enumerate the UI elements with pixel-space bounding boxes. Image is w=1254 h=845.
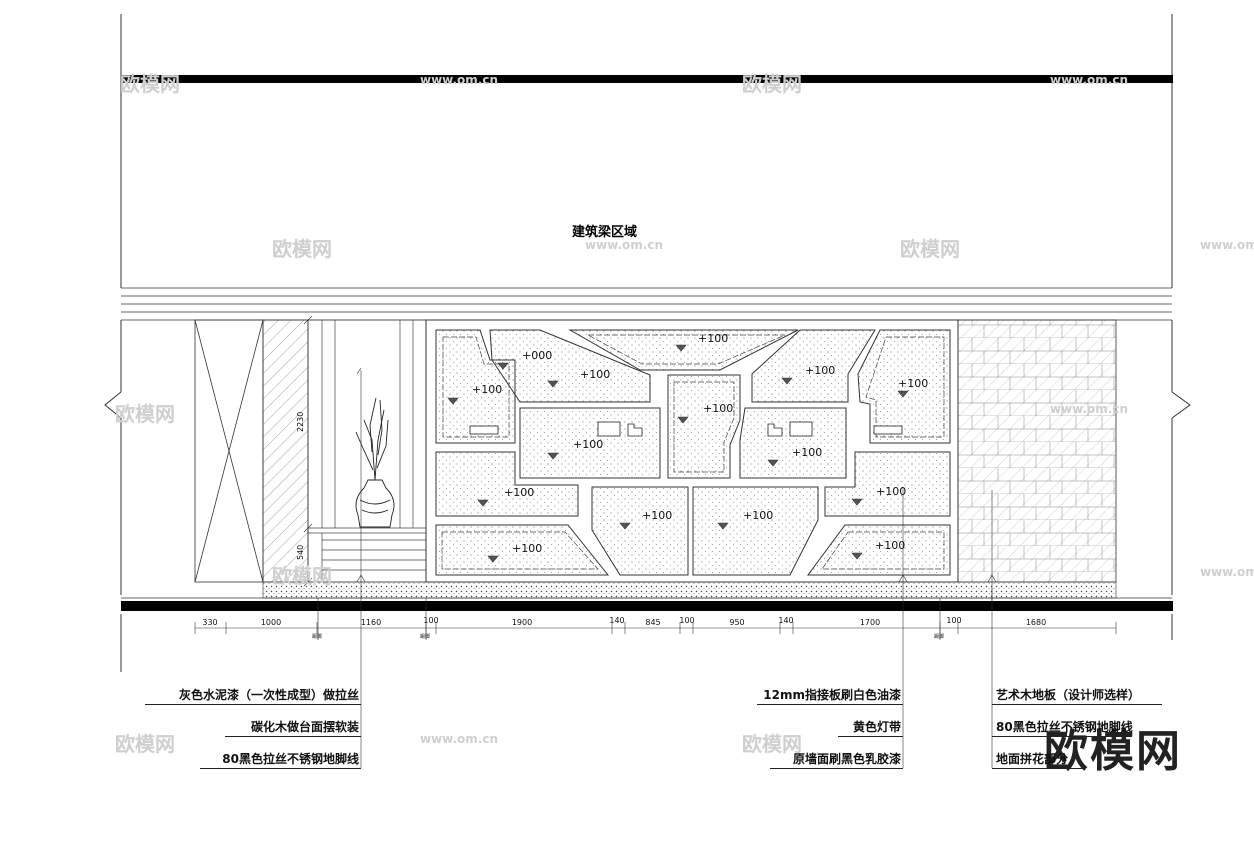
- leader-lines: [317, 367, 993, 768]
- art-block-13: [435, 524, 610, 576]
- label-underline: [200, 768, 361, 769]
- elevation-tag: +000: [522, 349, 553, 362]
- dimension-value: 1680: [1025, 618, 1047, 627]
- art-block-11: [591, 486, 689, 576]
- elevation-tag: +100: [580, 368, 611, 381]
- dimension-value: 1900: [511, 618, 533, 627]
- art-block-5: [857, 329, 951, 444]
- label-underline: [992, 736, 1132, 737]
- label-underline: [992, 704, 1162, 705]
- floor-band: [121, 601, 1173, 611]
- label-black-steel-baseboard-right: 80黑色拉丝不锈钢地脚线: [996, 720, 1133, 734]
- art-block-4: [751, 329, 876, 403]
- floor-markers: [356, 574, 997, 583]
- elevation-tag: +100: [876, 485, 907, 498]
- elevation-tag: +100: [472, 383, 503, 396]
- label-yellow-led-strip: 黄色灯带: [852, 720, 901, 734]
- elevation-tag: +100: [875, 539, 906, 552]
- elevation-tag: +100: [898, 377, 929, 390]
- vase-decoration: [355, 397, 395, 528]
- elevation-tag: +100: [573, 438, 604, 451]
- left-cross-panel: [194, 319, 264, 583]
- label-floor-parquet: 地面拼花部分: [996, 752, 1069, 766]
- dimension-value: 100: [423, 616, 439, 625]
- art-block-3: [568, 329, 799, 371]
- label-underline: [992, 768, 1082, 769]
- elevation-tag: +100: [642, 509, 673, 522]
- elevation-tag: +100: [743, 509, 774, 522]
- led-strips: [441, 334, 945, 570]
- art-block-7: [667, 374, 741, 479]
- elevation-tag: +100: [512, 542, 543, 555]
- ceiling-lines: [121, 287, 1172, 321]
- label-art-wood-floor: 艺术木地板（设计师选样）: [996, 688, 1141, 702]
- dimension-value: 950: [729, 618, 745, 627]
- dimension-value: 1160: [360, 618, 382, 627]
- art-wood-wall-hatch: [958, 320, 1116, 582]
- elevation-tag: +100: [703, 402, 734, 415]
- art-block-9: [435, 451, 579, 517]
- floor-pattern: [262, 581, 1117, 599]
- dimension-value: 100: [679, 616, 695, 625]
- label-gray-cement-paint: 灰色水泥漆（一次性成型）做拉丝: [178, 688, 359, 702]
- label-black-steel-baseboard: 80黑色拉丝不锈钢地脚线: [222, 752, 359, 766]
- art-blocks: [435, 329, 951, 576]
- label-carbonized-wood: 碳化木做台面摆软装: [250, 720, 359, 734]
- elevation-tag: +100: [504, 486, 535, 499]
- art-block-12: [692, 486, 819, 576]
- baseboard-tag: 踢脚: [312, 634, 323, 640]
- beam-top-band: [121, 75, 1173, 83]
- art-block-8: [739, 407, 847, 479]
- label-underline: [225, 736, 361, 737]
- elevation-tag: +100: [698, 332, 729, 345]
- dimension-value: 140: [609, 616, 625, 625]
- art-block-2: [489, 329, 651, 403]
- dimension-value: 1000: [260, 618, 282, 627]
- vertical-dim-540: 540: [296, 544, 305, 560]
- art-block-14: [807, 524, 951, 576]
- baseboard-tag: 踢脚: [934, 634, 945, 640]
- dimension-value: 1700: [859, 618, 881, 627]
- label-underline: [145, 704, 361, 705]
- elevation-markers: [447, 344, 909, 563]
- dimension-value: 140: [778, 616, 794, 625]
- label-underline: [757, 704, 903, 705]
- art-block-6: [519, 407, 661, 479]
- dimension-value: 100: [946, 616, 962, 625]
- drawing-title: 建筑梁区域: [572, 225, 638, 240]
- frame-lines: [104, 14, 1191, 672]
- label-black-latex-paint: 原墙面刷黑色乳胶漆: [792, 752, 901, 766]
- dimension-value: 330: [202, 618, 218, 627]
- small-decor: [469, 421, 903, 437]
- label-underline: [838, 736, 903, 737]
- dimension-value: 845: [645, 618, 661, 627]
- label-finger-joint-board: 12mm指接板刷白色油漆: [763, 688, 901, 702]
- concrete-column: [262, 319, 309, 583]
- vertical-dimension: [303, 315, 313, 587]
- label-underline: [770, 768, 903, 769]
- vertical-dim-2230: 2230: [296, 411, 305, 432]
- baseboard-tag: 踢脚: [420, 634, 431, 640]
- slat-panel: [307, 319, 427, 583]
- elevation-tag: +100: [805, 364, 836, 377]
- elevation-tag: +100: [792, 446, 823, 459]
